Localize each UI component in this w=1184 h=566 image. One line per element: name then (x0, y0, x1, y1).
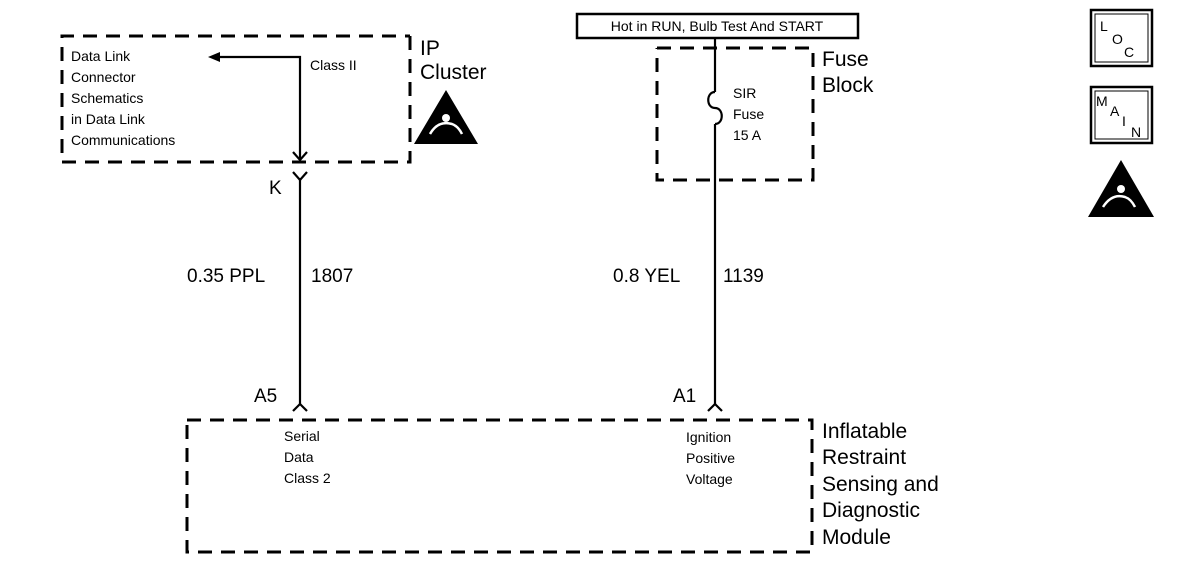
class2-wire (216, 55, 302, 160)
dlc-line-5: Communications (71, 132, 175, 148)
pin-a5-symbol (292, 402, 308, 412)
wire-left-gauge: 0.35 PPL (187, 266, 265, 287)
power-label: Hot in RUN, Bulb Test And START (611, 18, 824, 34)
loc-letter-l: L (1100, 18, 1108, 34)
module-left-terminal-3: Class 2 (284, 470, 331, 486)
connector-k-label: K (269, 178, 282, 199)
fuse-symbol-icon (707, 90, 723, 126)
loc-letter-c: C (1124, 44, 1134, 60)
arrow-head-icon (208, 52, 220, 62)
wire-left-circuit: 1807 (311, 266, 353, 287)
fuse-line-2: Fuse (733, 106, 764, 122)
dlc-line-1: Data Link (71, 48, 131, 64)
dlc-line-2: Connector (71, 69, 136, 85)
module-right-terminal-3: Voltage (686, 471, 733, 487)
main-letter-i: I (1122, 113, 1126, 129)
ip-cluster-title-2: Cluster (420, 61, 487, 84)
ip-cluster-box (60, 34, 412, 164)
ip-cluster-title-1: IP (420, 37, 440, 60)
module-title-1: Inflatable (822, 420, 907, 443)
loc-icon[interactable]: L O C (1089, 8, 1154, 68)
dlc-line-3: Schematics (71, 90, 143, 106)
fuse-block-box (655, 46, 815, 182)
module-right-terminal-1: Ignition (686, 429, 731, 445)
esd-warning-side-icon[interactable] (1088, 160, 1154, 217)
module-left-terminal-2: Data (284, 449, 314, 465)
main-letter-n: N (1131, 124, 1141, 140)
module-right-terminal-2: Positive (686, 450, 735, 466)
power-label-box (575, 12, 860, 40)
main-icon[interactable]: M A I N (1089, 85, 1154, 145)
wire-right-circuit: 1139 (723, 266, 764, 287)
fuse-line-3: 15 A (733, 127, 762, 143)
module-title-4: Diagnostic (822, 499, 920, 522)
loc-letter-o: O (1112, 31, 1123, 47)
fuse-block-title-2: Block (822, 74, 874, 97)
pin-a5-label: A5 (254, 386, 277, 407)
arrow-down-icon (292, 151, 308, 162)
pin-a1-label: A1 (673, 386, 696, 407)
fuse-line-1: SIR (733, 85, 756, 101)
dlc-line-4: in Data Link (71, 111, 146, 127)
module-left-terminal-1: Serial (284, 428, 320, 444)
pin-a1-symbol (707, 402, 723, 412)
module-title-2: Restraint (822, 446, 906, 469)
esd-warning-icon (414, 90, 478, 144)
class-label: Class II (310, 57, 357, 73)
module-title-3: Sensing and (822, 473, 939, 496)
module-box (185, 418, 814, 554)
main-letter-a: A (1110, 103, 1120, 119)
module-title-5: Module (822, 526, 891, 549)
fuse-block-title-1: Fuse (822, 48, 869, 71)
wire-right-gauge: 0.8 YEL (613, 266, 680, 287)
main-letter-m: M (1096, 93, 1108, 109)
